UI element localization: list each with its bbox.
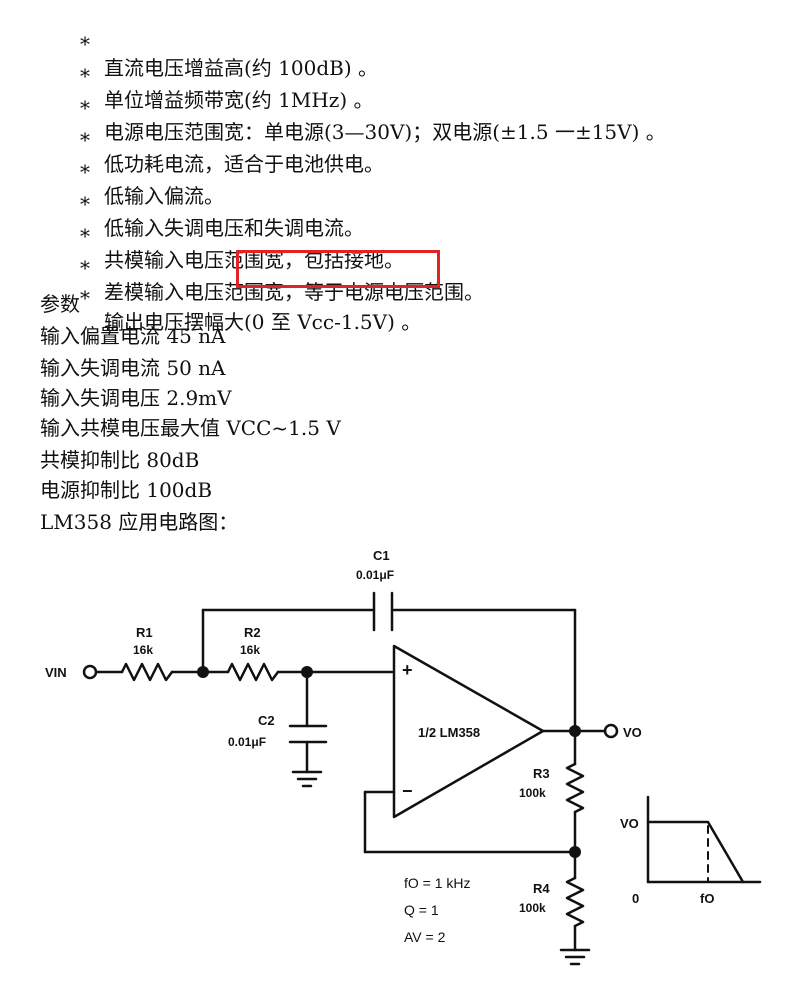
r1-resistor (120, 662, 174, 682)
bullet-star: * (80, 64, 90, 88)
r3-value: 100k (519, 786, 546, 800)
r4-resistor (565, 876, 585, 928)
junction-dot (569, 846, 581, 858)
c2-value: 0.01μF (228, 735, 266, 749)
param-line: 输入共模电压最大值 VCC~1.5 V (40, 416, 341, 440)
av-equation: AV = 2 (404, 929, 446, 945)
bullet-star: * (80, 128, 90, 152)
feature-text: 低输入偏流。 (104, 184, 224, 208)
feature-text: 直流电压增益高(约 100dB) 。 (104, 56, 378, 80)
r2-name: R2 (244, 625, 261, 640)
c1-value: 0.01μF (356, 568, 394, 582)
feature-text: 低输入失调电压和失调电流。 (104, 216, 364, 240)
vo-label: VO (623, 725, 642, 740)
opamp-label: 1/2 LM358 (418, 725, 480, 740)
vin-terminal (82, 664, 98, 680)
r4-name: R4 (533, 881, 550, 896)
r1-value: 16k (133, 643, 153, 657)
c2-name: C2 (258, 713, 275, 728)
param-line: 输入失调电流 50 nA (40, 356, 226, 380)
r2-value: 16k (240, 643, 260, 657)
plus-sign: + (402, 660, 413, 680)
feature-line: * 输出电压摆幅大(0 至 Vcc-1.5V) 。 (40, 262, 421, 358)
c1-name: C1 (373, 548, 390, 563)
fo-equation: fO = 1 kHz (404, 875, 471, 891)
r4-value: 100k (519, 901, 546, 915)
feature-text: 差模输入电压范围宽，等于电源电压范围。 (104, 280, 484, 304)
feature-line: * 单位增益频带宽(约 1MHz) 。 (40, 40, 374, 136)
feature-text: 低功耗电流，适合于电池供电。 (104, 152, 384, 176)
feature-text: 输出电压摆幅大(0 至 Vcc-1.5V) 。 (104, 310, 422, 334)
r3-name: R3 (533, 766, 550, 781)
bullet-star: * (80, 160, 90, 184)
feature-line: * 直流电压增益高(约 100dB) 。 (40, 8, 378, 104)
circuit-heading: LM358 应用电路图： (40, 510, 239, 534)
minus-sign: − (402, 781, 413, 801)
bullet-star: * (80, 192, 90, 216)
r1-name: R1 (136, 625, 153, 640)
param-line: 共模抑制比 80dB (40, 448, 200, 472)
highlight-box (236, 250, 440, 288)
junction-dot (301, 666, 313, 678)
param-line: 电源抑制比 100dB (40, 478, 213, 502)
r2-resistor (226, 662, 280, 682)
plot-origin: 0 (632, 891, 639, 906)
feature-line: * 低功耗电流，适合于电池供电。 (40, 104, 384, 200)
feature-line: * 电源电压范围宽：单电源(3—30V)；双电源(±1.5 一±15V) 。 (40, 72, 666, 168)
opamp-triangle (392, 644, 545, 819)
junction-dot (197, 666, 209, 678)
bullet-star: * (80, 256, 90, 280)
feature-text: 单位增益频带宽(约 1MHz) 。 (104, 88, 374, 112)
r3-resistor (565, 762, 585, 814)
feature-line: * 低输入失调电压和失调电流。 (40, 168, 364, 264)
bullet-star: * (80, 96, 90, 120)
feature-line: * 差模输入电压范围宽，等于电源电压范围。 (40, 232, 484, 328)
bullet-star: * (80, 32, 90, 56)
feature-text: 电源电压范围宽：单电源(3—30V)；双电源(±1.5 一±15V) 。 (104, 120, 666, 144)
param-line: 输入失调电压 2.9mV (40, 386, 232, 410)
params-heading: 参数 (40, 292, 80, 316)
vin-label: VIN (45, 665, 67, 680)
bullet-star: * (80, 224, 90, 248)
plot-y-label: VO (620, 816, 639, 831)
feature-line: * 低输入偏流。 (40, 136, 224, 232)
plot-x-label: fO (700, 891, 714, 906)
param-line: 输入偏置电流 45 nA (40, 324, 226, 348)
junction-dot (569, 725, 581, 737)
q-equation: Q = 1 (404, 902, 439, 918)
response-curve (646, 820, 745, 884)
bullet-star: * (80, 286, 90, 310)
vo-terminal (603, 723, 619, 739)
